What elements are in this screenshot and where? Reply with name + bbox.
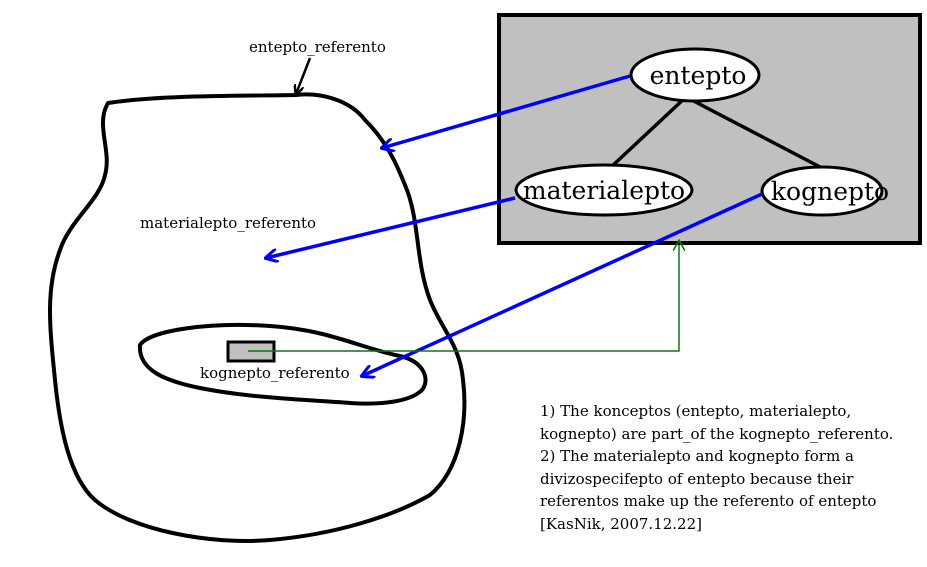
notes-line: referentos make up the referento of ente… [540,492,877,510]
part-of-connector [248,245,679,352]
kognepto-referento-region [137,322,428,406]
node-entepto-label: entepto [650,61,747,90]
notes-line: [KasNik, 2007.12.22] [540,514,702,533]
entepto-referento-label: entepto_referento [249,38,386,56]
notes-text: 1) The konceptos (entepto, materialepto,… [540,400,920,535]
notes-line: kognepto) are part_of the kognepto_refer… [540,424,894,443]
node-entepto: entepto [629,47,761,103]
node-materialepto-label: materialepto [523,176,685,205]
notes-line: 1) The konceptos (entepto, materialepto, [540,402,852,420]
notes-line: 2) The materialepto and kognepto form a [540,447,854,465]
kognepto-referento-label: kognepto_referento [200,364,350,382]
node-kognepto-label: kognepto [771,177,889,206]
arrow-kognepto-to-referento [362,192,763,376]
entepto-referento-region [48,92,467,543]
node-materialepto: materialepto [514,163,694,217]
edge-entepto-materialepto [608,95,688,170]
edge-entepto-kognepto [685,95,823,170]
materialepto-referento-label: materialepto_referento [140,214,316,232]
entepto-referento-pointer [296,57,312,94]
node-kognepto: kognepto [760,165,889,217]
arrow-materialepto-to-referento [266,196,516,258]
arrow-entepto-to-referento [382,74,631,148]
notes-line: divizospecifepto of entepto because thei… [540,469,854,488]
